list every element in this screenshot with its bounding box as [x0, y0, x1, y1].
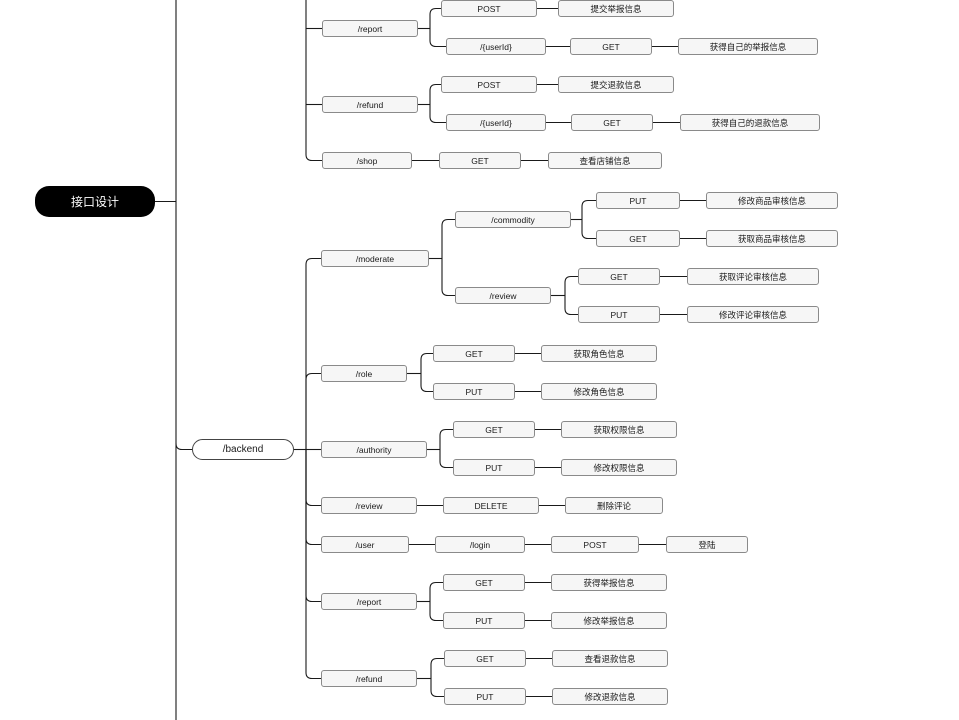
connector-line — [430, 657, 444, 679]
moderate-node[interactable]: /moderate — [321, 250, 429, 267]
moderate-review-node[interactable]: /review — [455, 287, 551, 304]
connector-line — [429, 104, 446, 124]
commodity-put-desc[interactable]: 修改商品审核信息 — [706, 192, 838, 209]
backend-report-get-desc[interactable]: 获得举报信息 — [551, 574, 667, 591]
backend-review-method[interactable]: DELETE — [443, 497, 539, 514]
commodity-get-desc[interactable]: 获取商品审核信息 — [706, 230, 838, 247]
moderate-review-get-method[interactable]: GET — [578, 268, 660, 285]
user-login-desc[interactable]: 登陆 — [666, 536, 748, 553]
moderate-review-put-method[interactable]: PUT — [578, 306, 660, 323]
connector-line — [439, 428, 453, 450]
connector-line — [305, 449, 321, 507]
connector-line — [305, 154, 322, 162]
connector-line — [439, 449, 453, 469]
connector-line — [441, 218, 455, 259]
backend-review-desc[interactable]: 删除评论 — [565, 497, 663, 514]
role-get-desc[interactable]: 获取角色信息 — [541, 345, 657, 362]
report-post-desc[interactable]: 提交举报信息 — [558, 0, 674, 17]
connector-line — [420, 373, 433, 393]
connector-line — [305, 449, 321, 546]
shop-method[interactable]: GET — [439, 152, 521, 169]
backend-refund-get-method[interactable]: GET — [444, 650, 526, 667]
commodity-put-method[interactable]: PUT — [596, 192, 680, 209]
report-post-method[interactable]: POST — [441, 0, 537, 17]
connector-line — [581, 199, 596, 220]
connector-line — [564, 275, 578, 296]
connector-line — [305, 257, 321, 450]
user-login-node[interactable]: /login — [435, 536, 525, 553]
connector-line — [305, 449, 321, 603]
role-node[interactable]: /role — [321, 365, 407, 382]
backend-refund-get-desc[interactable]: 查看退款信息 — [552, 650, 668, 667]
backend-report-node[interactable]: /report — [321, 593, 417, 610]
connector-line — [441, 258, 455, 297]
authority-get-desc[interactable]: 获取权限信息 — [561, 421, 677, 438]
connector-line — [305, 449, 321, 680]
report-node[interactable]: /report — [322, 20, 418, 37]
authority-put-method[interactable]: PUT — [453, 459, 535, 476]
refund-node[interactable]: /refund — [322, 96, 418, 113]
backend-refund-node[interactable]: /refund — [321, 670, 417, 687]
backend-refund-put-desc[interactable]: 修改退款信息 — [552, 688, 668, 705]
connector-line — [305, 372, 321, 450]
connector-line — [175, 443, 192, 451]
connector-line — [429, 581, 443, 602]
authority-put-desc[interactable]: 修改权限信息 — [561, 459, 677, 476]
backend-refund-put-method[interactable]: PUT — [444, 688, 526, 705]
connector-line — [429, 601, 443, 622]
report-userid-method[interactable]: GET — [570, 38, 652, 55]
role-put-desc[interactable]: 修改角色信息 — [541, 383, 657, 400]
root-node[interactable]: 接口设计 — [35, 186, 155, 217]
user-node[interactable]: /user — [321, 536, 409, 553]
refund-userid-node[interactable]: /{userId} — [446, 114, 546, 131]
connector-line — [430, 678, 444, 698]
role-put-method[interactable]: PUT — [433, 383, 515, 400]
authority-node[interactable]: /authority — [321, 441, 427, 458]
refund-userid-method[interactable]: GET — [571, 114, 653, 131]
moderate-review-put-desc[interactable]: 修改评论审核信息 — [687, 306, 819, 323]
connector-line — [420, 352, 433, 374]
connector-line — [429, 83, 441, 105]
backend-report-put-desc[interactable]: 修改举报信息 — [551, 612, 667, 629]
commodity-get-method[interactable]: GET — [596, 230, 680, 247]
user-login-method[interactable]: POST — [551, 536, 639, 553]
connector-line — [429, 28, 446, 48]
backend-review-node[interactable]: /review — [321, 497, 417, 514]
shop-node[interactable]: /shop — [322, 152, 412, 169]
connector-line — [429, 7, 441, 29]
connector-line — [564, 295, 578, 316]
shop-desc[interactable]: 查看店铺信息 — [548, 152, 662, 169]
commodity-node[interactable]: /commodity — [455, 211, 571, 228]
refund-userid-desc[interactable]: 获得自己的退款信息 — [680, 114, 820, 131]
report-userid-node[interactable]: /{userId} — [446, 38, 546, 55]
connector-line — [581, 219, 596, 240]
refund-post-desc[interactable]: 提交退款信息 — [558, 76, 674, 93]
backend-node[interactable]: /backend — [192, 439, 294, 460]
refund-post-method[interactable]: POST — [441, 76, 537, 93]
authority-get-method[interactable]: GET — [453, 421, 535, 438]
role-get-method[interactable]: GET — [433, 345, 515, 362]
moderate-review-get-desc[interactable]: 获取评论审核信息 — [687, 268, 819, 285]
backend-report-get-method[interactable]: GET — [443, 574, 525, 591]
report-userid-desc[interactable]: 获得自己的举报信息 — [678, 38, 818, 55]
backend-report-put-method[interactable]: PUT — [443, 612, 525, 629]
